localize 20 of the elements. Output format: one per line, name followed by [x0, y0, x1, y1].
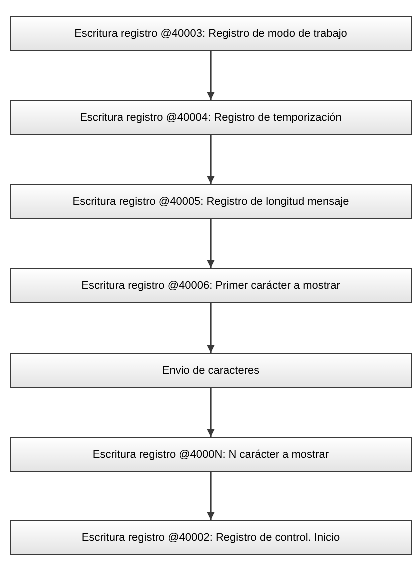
process-box [10, 520, 412, 555]
arrow [207, 472, 215, 520]
box-label: Escritura registro @40005: Registro de longitud mensaje [72, 196, 350, 208]
box-label: Escritura registro @40002: Registro de control. Inicio [82, 532, 340, 544]
arrow [207, 219, 215, 268]
process-box [10, 353, 412, 388]
arrow [207, 135, 215, 184]
arrow [207, 388, 215, 437]
box-label: Escritura registro @40006: Primer carácter a mostrar [82, 280, 340, 292]
arrow [207, 51, 215, 100]
arrow [207, 303, 215, 353]
process-box [10, 268, 412, 303]
process-box [10, 100, 412, 135]
box-label: Escritura registro @40004: Registro de temporización [80, 112, 342, 124]
process-box [10, 16, 412, 51]
process-box [10, 184, 412, 219]
box-label: Envio de caracteres [162, 364, 260, 376]
box-label: Escritura registro @4000N: N carácter a mostrar [92, 448, 330, 460]
box-label: Escritura registro @40003: Registro de modo de trabajo [74, 28, 348, 40]
process-box [10, 437, 412, 472]
